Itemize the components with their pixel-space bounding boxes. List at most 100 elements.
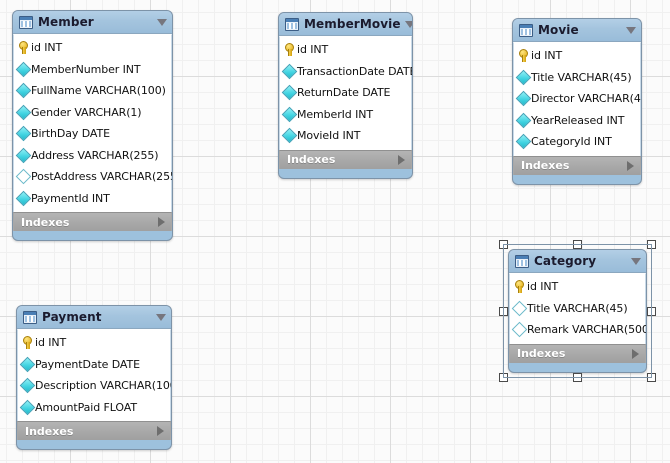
resize-handle-sw[interactable] [499,373,508,382]
chevron-down-icon[interactable] [157,18,167,26]
chevron-down-icon[interactable] [626,26,636,34]
column-row[interactable]: AmountPaid FLOAT [18,397,170,419]
table-header-payment[interactable]: Payment [17,306,171,329]
indexes-label: Indexes [517,347,566,360]
table-icon [515,254,529,268]
table-header-category[interactable]: Category [509,250,646,273]
column-label: PostAddress VARCHAR(255) [31,170,173,184]
table-node-member[interactable]: Member id INT MemberNumber INT FullName VAR… [12,10,173,241]
column-row[interactable]: MemberId INT [280,104,411,126]
column-label: Title VARCHAR(45) [531,70,632,84]
column-label: MovieId INT [297,129,361,143]
column-row[interactable]: Description VARCHAR(100) [18,375,171,397]
column-row[interactable]: MemberNumber INT [14,59,171,81]
chevron-right-icon[interactable] [398,154,405,165]
chevron-down-icon[interactable] [156,313,166,321]
column-row[interactable]: Remark VARCHAR(500) [510,319,646,341]
column-label: ReturnDate DATE [297,86,391,100]
indexes-section[interactable]: Indexes [13,212,172,231]
table-header-member[interactable]: Member [13,11,172,34]
column-list: id INT MemberNumber INT FullName VARCHAR(1… [13,34,172,212]
chevron-down-icon[interactable] [404,20,412,28]
indexes-label: Indexes [521,159,570,172]
column-row[interactable]: Gender VARCHAR(1) [14,102,171,124]
column-label: id INT [527,280,559,294]
column-list: id INT Title VARCHAR(45) Director VARCHAR(… [513,42,641,156]
key-icon [284,43,295,57]
resize-handle-se[interactable] [647,373,656,382]
column-label: TransactionDate DATE [297,64,413,78]
indexes-section[interactable]: Indexes [279,149,412,169]
resize-handle-s[interactable] [573,373,582,382]
column-row[interactable]: MovieId INT [280,125,411,147]
column-label: CategoryId INT [531,135,612,149]
column-row[interactable]: Title VARCHAR(45) [514,67,640,89]
column-list: id INT Title VARCHAR(45) Remark VARCHAR(50… [509,273,646,344]
column-label: Title VARCHAR(45) [527,301,628,315]
column-row-primary-key[interactable]: id INT [510,276,645,298]
resize-handle-e[interactable] [647,306,656,316]
table-title: Member [38,15,94,29]
table-icon [23,310,37,324]
table-title: Category [534,254,597,268]
key-icon [18,41,29,55]
selection-outline [503,244,652,378]
column-row[interactable]: BirthDay DATE [14,123,171,145]
key-icon [518,49,529,63]
column-label: YearReleased INT [531,113,625,127]
column-row-primary-key[interactable]: id INT [14,37,171,59]
column-row-primary-key[interactable]: id INT [514,45,640,67]
column-row[interactable]: YearReleased INT [514,110,640,132]
table-node-membermovie[interactable]: MemberMovie id INT TransactionDate DATE Ret… [278,12,413,179]
table-header-membermovie[interactable]: MemberMovie [279,13,412,36]
table-title: Movie [538,23,579,37]
indexes-label: Indexes [25,424,74,438]
column-row[interactable]: CategoryId INT [514,131,640,153]
column-label: id INT [35,336,67,350]
column-label: PaymentDate DATE [35,357,140,371]
column-label: AmountPaid FLOAT [35,400,137,414]
column-row[interactable]: PaymentDate DATE [18,354,170,376]
column-row[interactable]: Address VARCHAR(255) [14,145,171,167]
table-node-movie[interactable]: Movie id INT Title VARCHAR(45) Director VAR… [512,18,642,185]
chevron-down-icon[interactable] [631,257,641,265]
indexes-section[interactable]: Indexes [509,343,646,363]
column-label: id INT [531,49,563,63]
table-node-payment[interactable]: Payment id INT PaymentDate DATE Description… [16,305,172,450]
column-row[interactable]: PaymentId INT [14,188,171,210]
column-label: id INT [31,41,63,55]
column-label: FullName VARCHAR(100) [31,84,166,98]
chevron-right-icon[interactable] [627,160,634,171]
column-row[interactable]: ReturnDate DATE [280,82,411,104]
indexes-label: Indexes [287,153,336,166]
resize-handle-n[interactable] [573,240,582,249]
column-row[interactable]: Director VARCHAR(45) [514,88,642,110]
indexes-section[interactable]: Indexes [17,421,171,440]
indexes-section[interactable]: Indexes [513,155,641,175]
chevron-right-icon[interactable] [157,426,164,436]
column-row[interactable]: Title VARCHAR(45) [510,298,645,320]
column-label: Address VARCHAR(255) [31,148,159,162]
table-title: MemberMovie [304,17,401,31]
resize-handle-ne[interactable] [647,240,656,249]
chevron-right-icon[interactable] [632,348,639,359]
table-header-movie[interactable]: Movie [513,19,641,42]
chevron-right-icon[interactable] [158,217,165,227]
column-label: Director VARCHAR(45) [531,92,642,106]
resize-handle-w[interactable] [499,306,508,316]
resize-handle-nw[interactable] [499,240,508,249]
column-label: BirthDay DATE [31,127,110,141]
column-row-primary-key[interactable]: id INT [280,39,411,61]
column-row[interactable]: FullName VARCHAR(100) [14,80,171,102]
column-label: MemberId INT [297,107,373,121]
table-icon [19,15,33,29]
column-list: id INT TransactionDate DATE ReturnDate DAT… [279,36,412,150]
key-icon [22,336,33,350]
column-row[interactable]: PostAddress VARCHAR(255) [14,166,173,188]
table-node-category[interactable]: Category id INT Title VARCHAR(45) Remark VA… [508,249,647,373]
column-label: PaymentId INT [31,191,110,205]
indexes-label: Indexes [21,215,70,229]
column-row[interactable]: TransactionDate DATE [280,61,413,83]
column-row-primary-key[interactable]: id INT [18,332,170,354]
